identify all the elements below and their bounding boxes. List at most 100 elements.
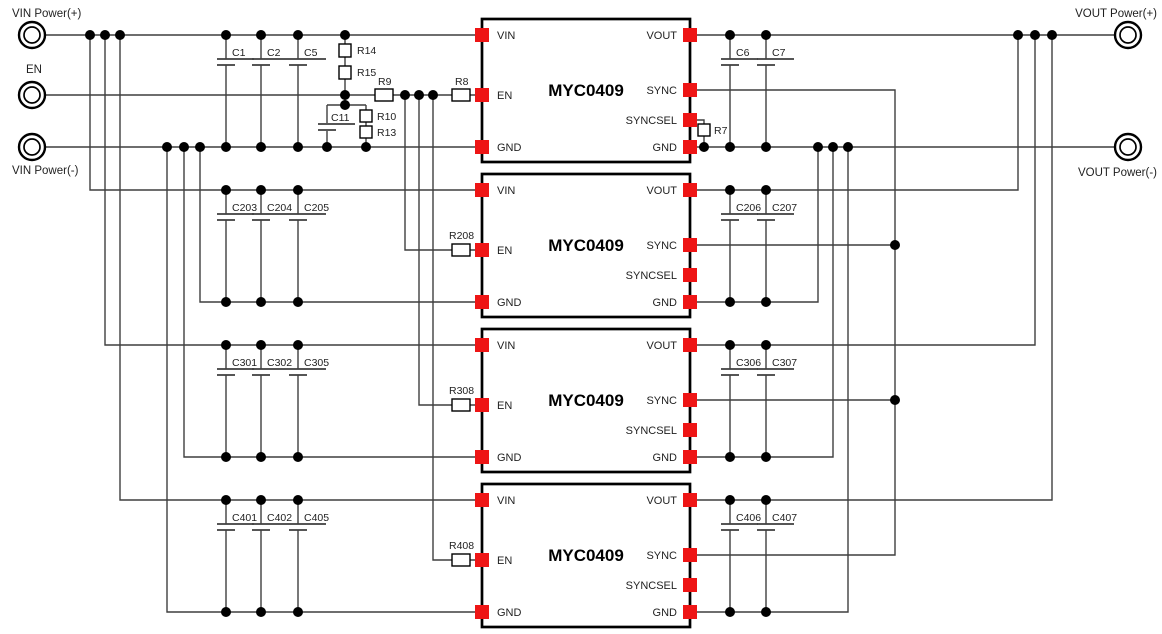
module-2-pin-label-en: EN [497,245,512,257]
capacitor-c6 [721,35,758,147]
module-3-pin-label-gnd-left: GND [497,452,522,464]
wire-en-bus [404,95,475,561]
resistor-label-r14: R14 [357,45,376,57]
resistor-label-r208: R208 [449,230,474,242]
resistor-r14 [338,43,352,58]
capacitor-label-c206: C206 [736,202,761,214]
capacitor-label-c11: C11 [331,112,350,124]
resistor-r308 [451,398,471,412]
wire-sync-bus [697,89,896,556]
terminal-inner-ring [23,26,41,44]
resistor-label-r13: R13 [377,127,396,139]
resistor-r9 [374,88,394,102]
terminal-outer-ring [1113,20,1143,50]
capacitor-c11 [318,105,355,147]
capacitor-label-c407: C407 [772,512,797,524]
resistor-r7 [697,123,711,137]
capacitor-label-c7: C7 [772,47,786,59]
module-1-pin-vout [683,28,697,42]
module-4-pin-vin [475,493,489,507]
capacitor-c5 [289,35,326,147]
module-3-pin-label-gnd-right: GND [653,452,678,464]
resistor-r15 [338,65,352,80]
resistor-label-r8: R8 [455,76,469,88]
terminal-inner-ring [23,86,41,104]
module-3-pin-gnd-right [683,450,697,464]
module-3-pin-vin [475,338,489,352]
capacitor-label-c2: C2 [267,47,281,59]
module-2-pin-sync [683,238,697,252]
module-3-pin-vout [683,338,697,352]
module-1-pin-label-en: EN [497,90,512,102]
terminal-label-vout-plus: VOUT Power(+) [1075,8,1157,20]
resistor-label-r7: R7 [714,125,728,137]
module-1-pin-label-vout: VOUT [646,30,677,42]
capacitor-c206 [721,190,758,302]
module-2-pin-gnd-left [475,295,489,309]
terminal-outer-ring [17,20,47,50]
module-1-pin-label-gnd-right: GND [653,142,678,154]
capacitor-label-c302: C302 [267,357,292,369]
capacitor-c306 [721,345,758,457]
module-1-name: MYC0409 [548,81,624,100]
module-3-pin-label-vout: VOUT [646,340,677,352]
resistor-label-r10: R10 [377,111,396,123]
capacitor-c402 [252,500,289,612]
capacitor-c1 [217,35,254,147]
resistor-label-r9: R9 [378,76,392,88]
module-4-pin-vout [683,493,697,507]
module-4-body [480,482,692,629]
terminal-label-vin-minus: VIN Power(-) [12,165,79,177]
capacitor-label-c205: C205 [304,202,329,214]
terminal-outer-ring [1113,132,1143,162]
terminal-label-en: EN [26,64,42,76]
module-1-pin-label-syncsel: SYNCSEL [626,115,677,127]
module-1-pin-gnd-left [475,140,489,154]
module-1-pin-label-gnd-left: GND [497,142,522,154]
wire-vin-feeds-left [89,35,475,613]
terminal-outer-ring [17,80,47,110]
module-4-pin-sync [683,548,697,562]
module-2-pin-label-gnd-left: GND [497,297,522,309]
capacitor-label-c307: C307 [772,357,797,369]
module-4-pin-label-syncsel: SYNCSEL [626,580,677,592]
module-2-pin-en [475,243,489,257]
module-2-pin-vin [475,183,489,197]
module-2-pin-label-syncsel: SYNCSEL [626,270,677,282]
module-2: MYC0409 VIN EN GND VOUT SYNC SYNCSEL GND [475,172,697,319]
module-1-pin-gnd-right [683,140,697,154]
wire-gnd-feeds-right [697,147,849,613]
module-3-pin-label-syncsel: SYNCSEL [626,425,677,437]
capacitor-label-c406: C406 [736,512,761,524]
module-3-pin-en [475,398,489,412]
module-2-pin-label-vout: VOUT [646,185,677,197]
module-1-pin-label-vin: VIN [497,30,515,42]
capacitor-label-c5: C5 [304,47,318,59]
wire-vout-feeds [697,35,1053,501]
module-2-pin-syncsel [683,268,697,282]
capacitor-c7 [757,35,794,147]
resistor-label-r408: R408 [449,540,474,552]
module-3-pin-gnd-left [475,450,489,464]
capacitor-c302 [252,345,289,457]
capacitor-label-c207: C207 [772,202,797,214]
terminal-inner-ring [1119,138,1137,156]
terminal-label-vin-plus: VIN Power(+) [12,8,82,20]
capacitor-c407 [757,500,794,612]
terminal-en [17,80,47,110]
module-2-pin-label-vin: VIN [497,185,515,197]
module-3-pin-syncsel [683,423,697,437]
capacitor-label-c203: C203 [232,202,257,214]
module-3-pin-label-vin: VIN [497,340,515,352]
module-1: MYC0409 VIN EN GND VOUT SYNC SYNCSEL GND [475,17,697,164]
module-1-body [480,17,692,164]
module-2-pin-label-gnd-right: GND [653,297,678,309]
terminal-vout-minus [1113,132,1143,162]
module-4-pin-en [475,553,489,567]
resistors [338,43,711,567]
resistor-r8 [451,88,471,102]
module-1-pin-vin [475,28,489,42]
module-4-pin-syncsel [683,578,697,592]
terminal-inner-ring [23,138,41,156]
